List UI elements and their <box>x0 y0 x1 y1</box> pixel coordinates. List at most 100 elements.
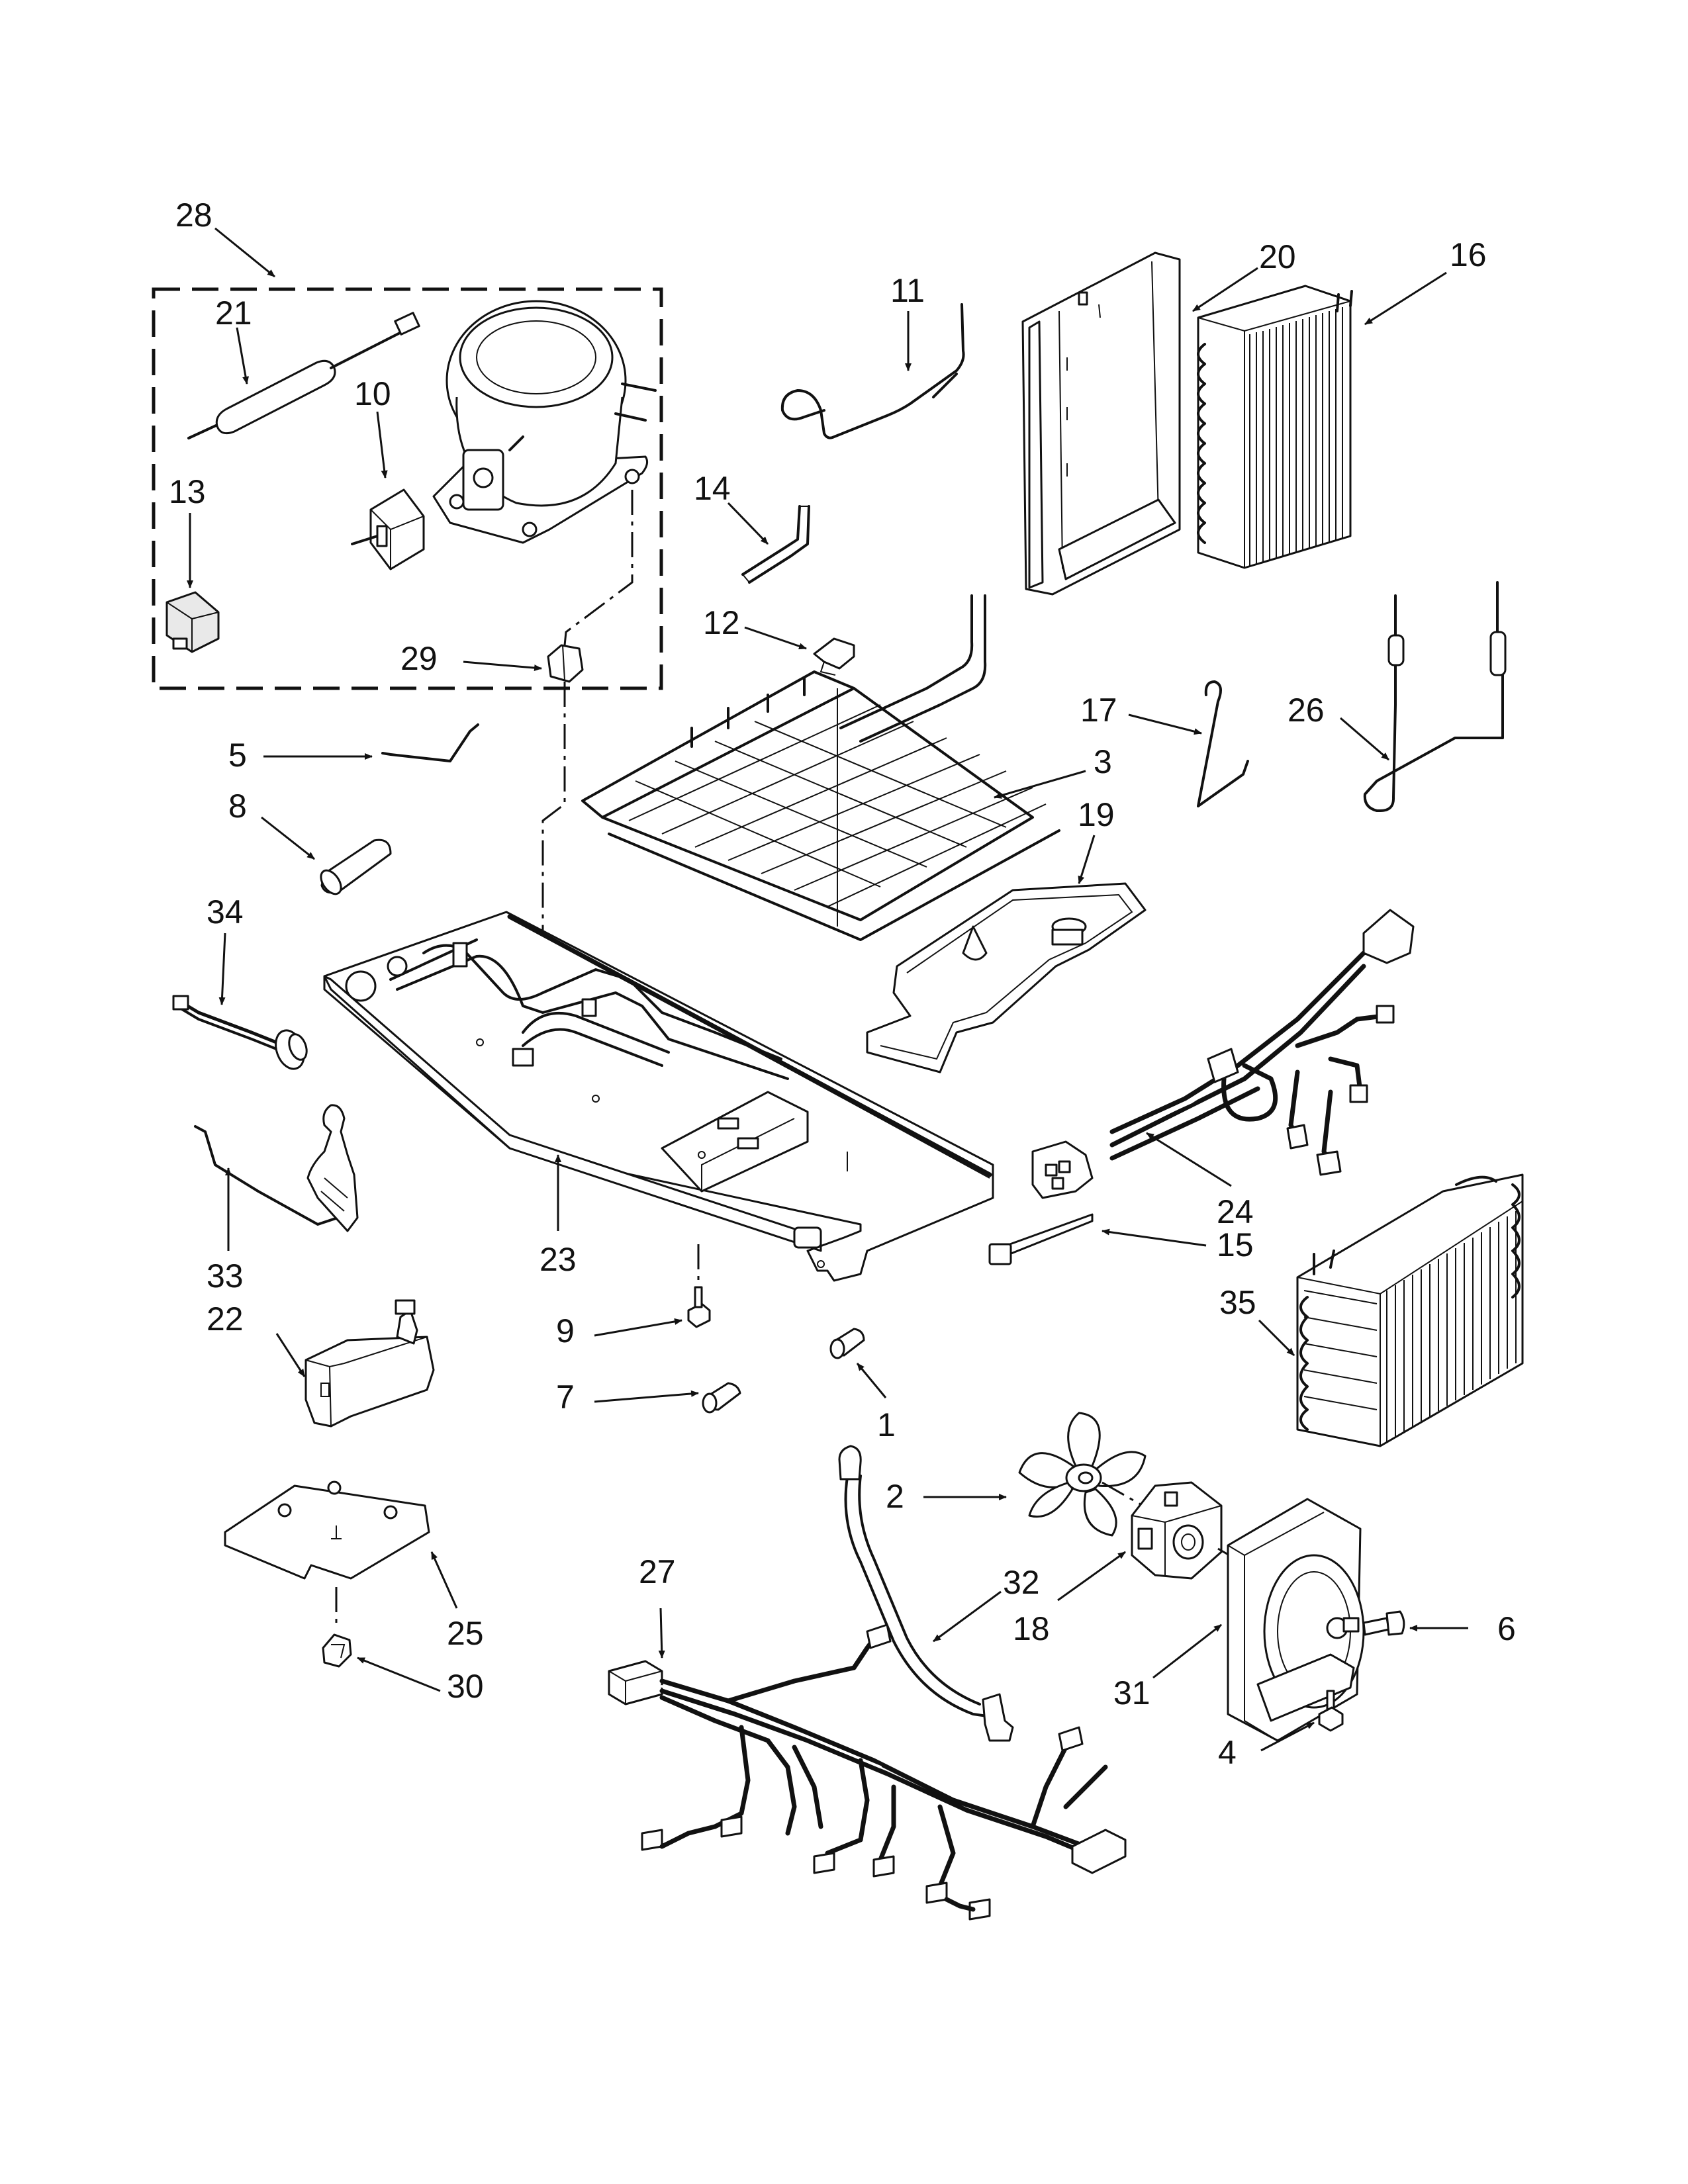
label-6: 6 <box>1497 1610 1516 1647</box>
label-8: 8 <box>228 788 247 825</box>
compressor[interactable] <box>432 300 657 544</box>
leader-19 <box>1078 835 1096 884</box>
label-32: 32 <box>1003 1564 1040 1601</box>
label-11: 11 <box>890 272 925 309</box>
leader-16 <box>1364 271 1447 326</box>
screw-4[interactable] <box>1318 1690 1344 1732</box>
label-25: 25 <box>447 1615 484 1652</box>
leader-1 <box>856 1363 887 1398</box>
sensor-34[interactable] <box>172 995 310 1073</box>
heat-exchanger-tube[interactable] <box>1363 581 1507 812</box>
label-30: 30 <box>447 1668 484 1705</box>
label-2: 2 <box>886 1478 904 1515</box>
label-4: 4 <box>1218 1734 1237 1771</box>
condenser[interactable] <box>1296 1173 1524 1447</box>
leader-26 <box>1340 717 1389 761</box>
screw-6[interactable] <box>1362 1610 1405 1636</box>
wire-harness-27[interactable] <box>608 1623 1127 1921</box>
thermistor-32[interactable] <box>838 1445 1014 1742</box>
leader-17 <box>1128 713 1202 735</box>
label-24: 24 <box>1217 1193 1254 1230</box>
label-29: 29 <box>400 640 438 677</box>
label-18: 18 <box>1013 1610 1050 1647</box>
leader-30 <box>357 1657 441 1692</box>
label-17: 17 <box>1080 692 1117 729</box>
leader-8 <box>261 816 315 860</box>
evaporator-cover[interactable] <box>1021 251 1181 596</box>
fan-motor[interactable] <box>1131 1481 1223 1580</box>
defrost-heater[interactable] <box>581 594 1060 941</box>
cable-tie[interactable] <box>988 1213 1094 1265</box>
leader-21 <box>236 327 250 385</box>
tube-14[interactable] <box>741 505 810 584</box>
leader-29 <box>463 660 542 672</box>
leader-12 <box>744 626 807 650</box>
label-16: 16 <box>1450 236 1487 273</box>
label-15: 15 <box>1217 1226 1254 1263</box>
leader-22 <box>275 1333 306 1377</box>
screw-9[interactable] <box>687 1286 711 1328</box>
clip-17[interactable] <box>1197 680 1249 807</box>
label-5: 5 <box>228 737 247 774</box>
label-19: 19 <box>1078 796 1115 833</box>
clip-12[interactable] <box>813 637 855 676</box>
leader-14 <box>727 502 769 545</box>
coupling-7[interactable] <box>702 1382 741 1414</box>
label-35: 35 <box>1219 1284 1256 1321</box>
cover-plate-25[interactable] <box>224 1480 430 1580</box>
leader-28 <box>214 227 275 278</box>
sensor-33[interactable] <box>194 1104 359 1232</box>
label-33: 33 <box>207 1257 244 1295</box>
label-20: 20 <box>1259 238 1296 275</box>
label-22: 22 <box>207 1300 244 1338</box>
label-31: 31 <box>1113 1674 1150 1711</box>
fan-blade[interactable] <box>1018 1412 1147 1537</box>
leader-27 <box>658 1608 665 1659</box>
fan-shroud[interactable] <box>1227 1498 1365 1742</box>
clip-30[interactable] <box>322 1633 352 1668</box>
label-21: 21 <box>215 295 252 332</box>
label-3: 3 <box>1094 743 1112 780</box>
leader-25 <box>430 1551 458 1609</box>
compressor-kit-outline <box>152 287 663 690</box>
label-9: 9 <box>556 1312 575 1349</box>
leader-31 <box>1152 1623 1222 1679</box>
leader-10 <box>376 411 388 478</box>
wire-5[interactable] <box>381 723 479 762</box>
coupling-1[interactable] <box>829 1328 865 1359</box>
tube-8[interactable] <box>317 839 392 897</box>
label-13: 13 <box>169 473 206 510</box>
label-14: 14 <box>694 470 731 507</box>
label-26: 26 <box>1288 692 1325 729</box>
label-27: 27 <box>639 1553 676 1590</box>
drain-pan[interactable] <box>866 882 1147 1073</box>
leader-4 <box>1260 1721 1315 1752</box>
label-1: 1 <box>877 1406 896 1443</box>
discharge-tube[interactable] <box>780 303 965 439</box>
label-10: 10 <box>354 375 391 412</box>
leader-20 <box>1192 267 1258 312</box>
wire-harness-24[interactable] <box>1031 909 1415 1199</box>
label-7: 7 <box>556 1379 575 1416</box>
label-23: 23 <box>539 1241 577 1278</box>
leader-9 <box>594 1318 682 1337</box>
leader-3 <box>994 770 1086 799</box>
leader-34 <box>218 933 226 1005</box>
leader-7 <box>594 1390 699 1403</box>
label-12: 12 <box>703 604 740 641</box>
overload-protector[interactable] <box>165 591 220 653</box>
leader-18 <box>1057 1551 1126 1602</box>
grommet[interactable] <box>547 644 584 683</box>
evaporator[interactable] <box>1197 285 1353 569</box>
leader-15 <box>1102 1228 1207 1247</box>
base-tray[interactable] <box>323 911 994 1282</box>
label-34: 34 <box>207 893 244 931</box>
leader-24 <box>1146 1132 1232 1187</box>
label-28: 28 <box>175 197 212 234</box>
leader-35 <box>1258 1319 1295 1357</box>
control-module[interactable] <box>305 1299 435 1428</box>
start-relay[interactable] <box>351 488 425 570</box>
leader-32 <box>933 1590 1002 1643</box>
filter-drier[interactable] <box>187 312 420 439</box>
